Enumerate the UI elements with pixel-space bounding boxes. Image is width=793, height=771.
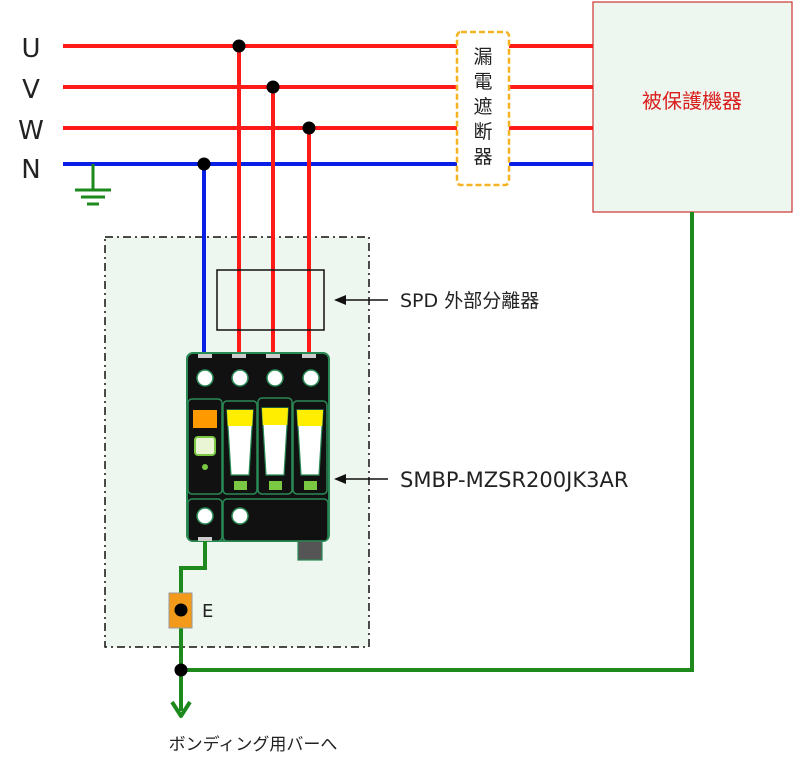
v-label: V (22, 75, 40, 105)
status-window (193, 410, 217, 428)
indicator-led (202, 464, 208, 470)
terminal-v-top (266, 369, 284, 387)
protected-equipment-box (592, 1, 793, 213)
spd-disconnector-label: SPD 外部分離器 (400, 290, 539, 312)
bonding-arrow-icon (170, 700, 192, 718)
indicator-lamp (194, 436, 216, 456)
spd-model-label: SMBP-MZSR200JK3AR (400, 468, 628, 492)
terminal-n-top (196, 369, 214, 387)
earth-terminal-label: E (202, 601, 213, 622)
breaker-char-1: 漏 (473, 46, 492, 68)
equipment-earth-wire (181, 212, 694, 672)
remote-contact-terminal (297, 540, 323, 561)
earth-junction (174, 663, 188, 677)
earth-terminal-dot (174, 603, 188, 617)
surge-module-w (292, 400, 328, 495)
spd-disconnector-box (216, 269, 325, 331)
n-label: N (21, 155, 40, 185)
disconnector-arrow (334, 295, 388, 305)
terminal-u-top (231, 369, 249, 387)
breaker-char-3: 遮 (473, 96, 492, 118)
breaker-char-5: 器 (473, 146, 492, 168)
terminal-w-top (302, 369, 320, 387)
terminal-pe-bottom (196, 507, 214, 525)
spd-earth-wire (179, 541, 207, 711)
w-junction (302, 121, 316, 135)
breaker-box (455, 30, 511, 187)
n-junction (197, 157, 211, 171)
v-junction (266, 80, 280, 94)
ground-icon (75, 164, 111, 206)
w-label: W (18, 116, 44, 146)
breaker-char-2: 電 (473, 71, 492, 93)
surge-module-u (222, 400, 258, 495)
spd-device (186, 352, 330, 561)
u-junction (232, 39, 246, 53)
bonding-bar-label: ボンディング用バーへ (169, 734, 338, 755)
surge-module-v (257, 397, 293, 495)
breaker-char-4: 断 (473, 121, 492, 143)
terminal-aux-bottom (231, 507, 249, 525)
model-arrow (334, 474, 388, 484)
u-label: U (21, 34, 40, 64)
protected-equipment-label: 被保護機器 (642, 89, 742, 113)
